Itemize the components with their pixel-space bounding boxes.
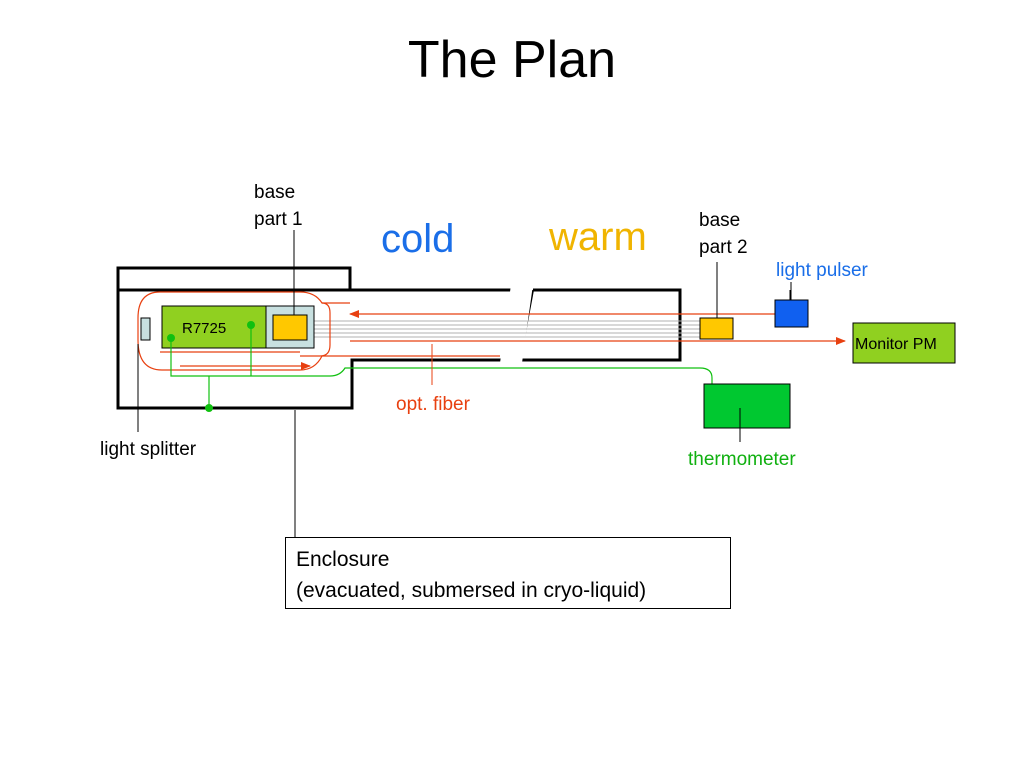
sensor-dot-3 [205,404,213,412]
fiber-inner-loop [300,302,331,357]
label-base-part1-line1: base [254,182,296,203]
label-warm: warm [548,215,647,259]
fiber-bundle [314,320,700,338]
label-base-part2: base part 2 [699,207,748,261]
label-opt-fiber: opt. fiber [396,394,471,415]
base-part2 [699,317,734,340]
light-splitter [140,317,151,341]
base-part1 [272,314,308,341]
label-base-part2-line2: part 2 [699,237,748,258]
light-pulser [774,299,809,328]
label-base-part2-line1: base [699,210,741,231]
enclosure-title: Enclosure [296,548,390,571]
label-thermometer: thermometer [688,449,796,470]
label-cold: cold [381,217,454,261]
enclosure-description: (evacuated, submersed in cryo-liquid) [296,579,647,602]
sensor-dot-2 [247,321,255,329]
thermometer-box [703,383,791,429]
label-base-part1-line2: part 1 [254,209,303,230]
monitor-pm [852,322,956,364]
thermo-wires [170,325,713,408]
label-base-part1: base part 1 [254,179,303,233]
sensor-dot-1 [167,334,175,342]
label-light-splitter: light splitter [100,439,197,460]
enclosure-callout: Enclosure (evacuated, submersed in cryo-… [285,537,731,609]
monitor-pm-label: Monitor PM [855,336,937,353]
page-title: The Plan [407,31,617,89]
label-light-pulser: light pulser [776,260,869,281]
pmt-label: R7725 [182,320,226,337]
